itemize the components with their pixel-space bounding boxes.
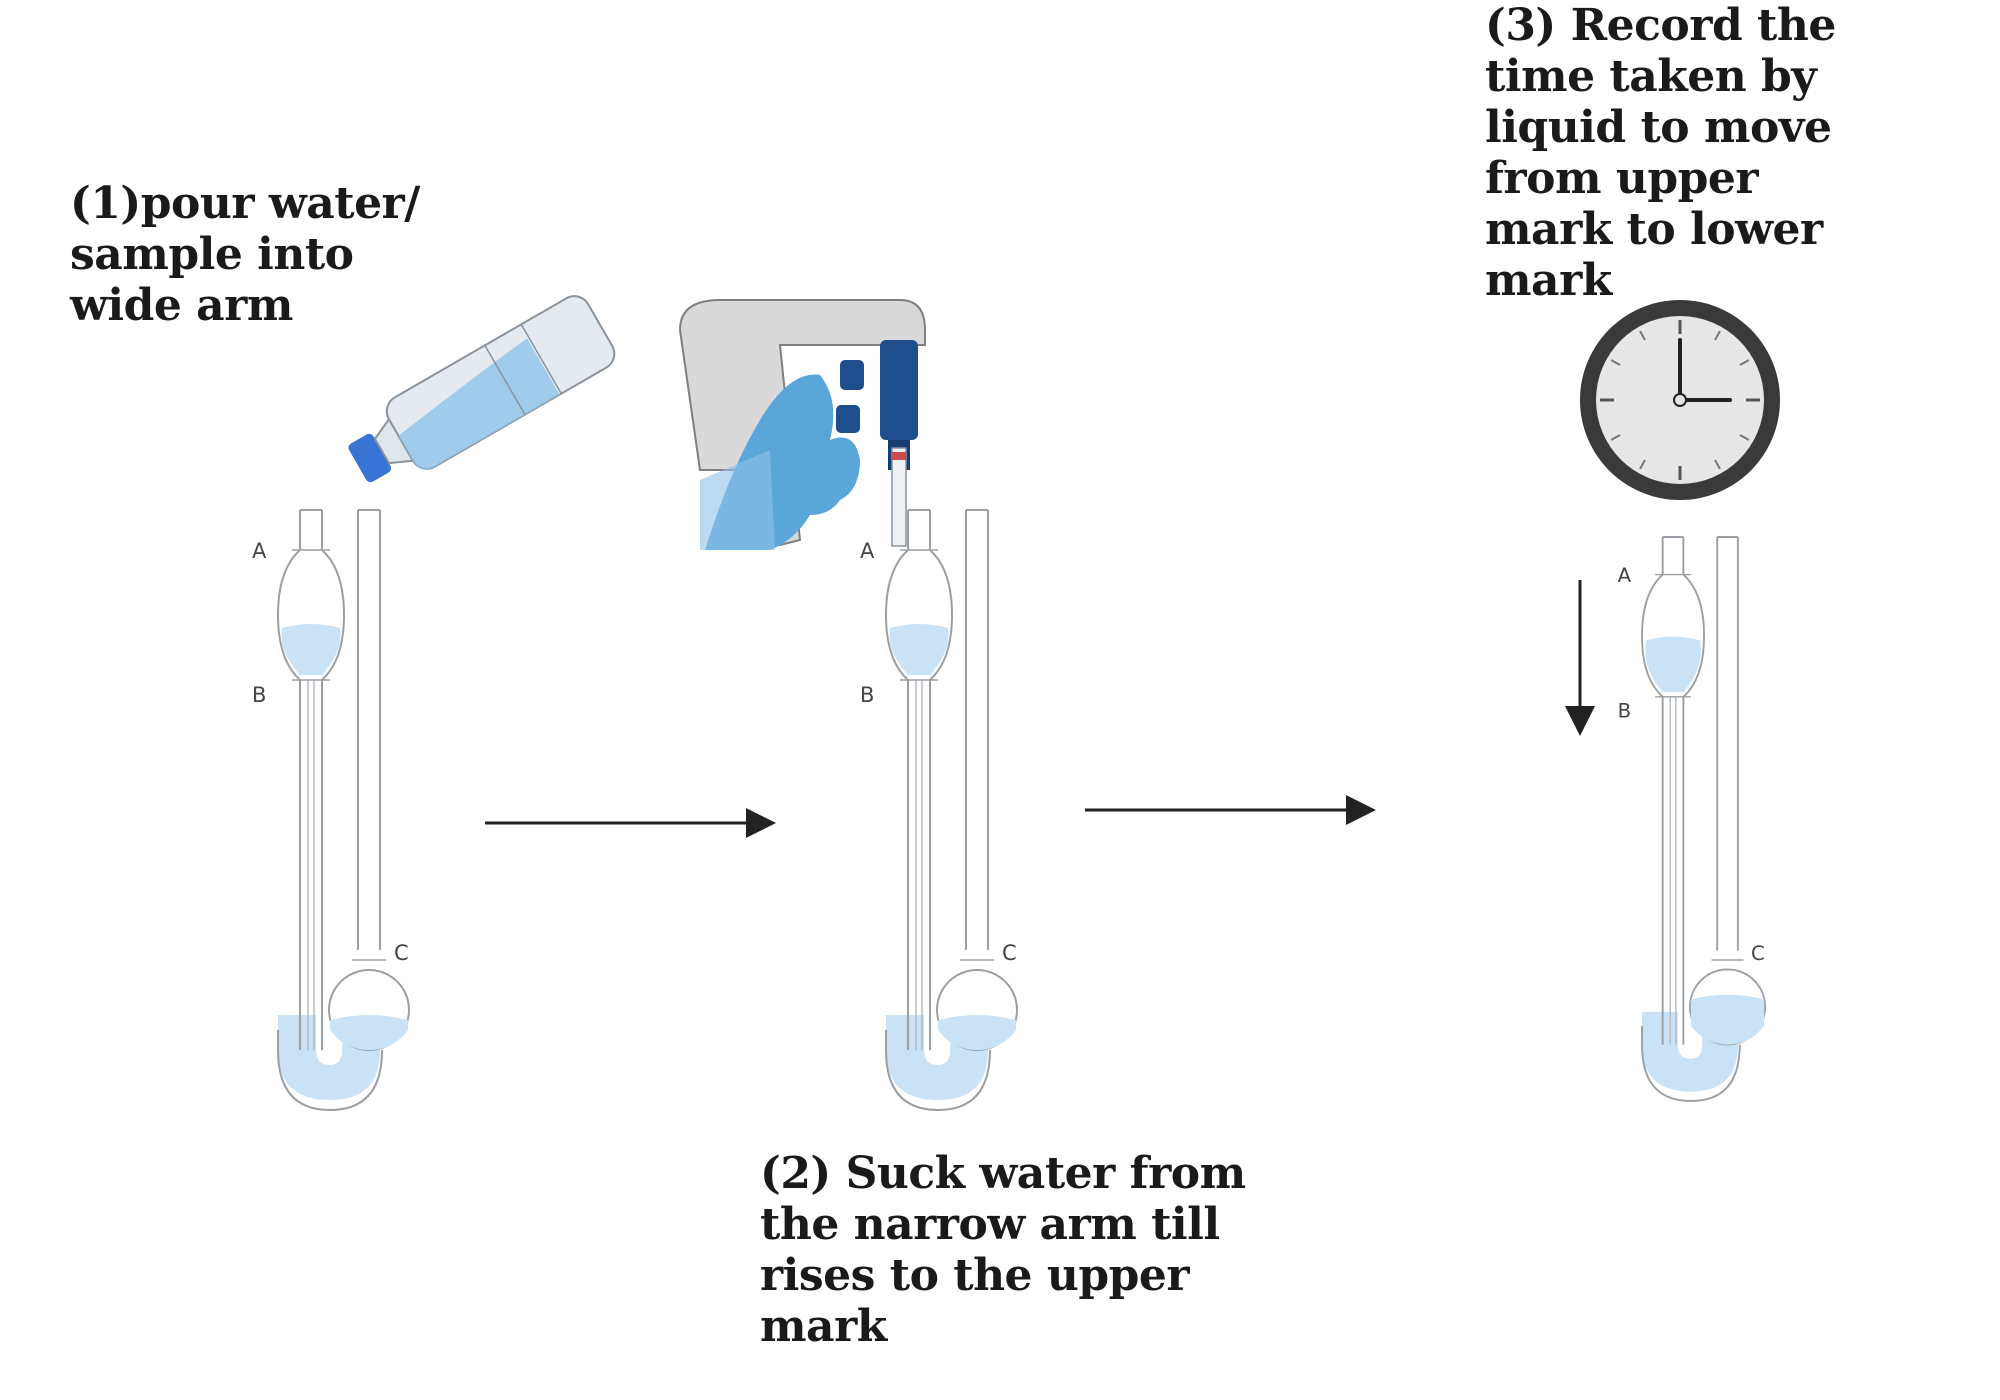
- mark-label-a: A: [1618, 564, 1632, 587]
- pipette-pump-icon: [678, 299, 926, 547]
- mark-label-b: B: [252, 683, 266, 707]
- mark-label-b: B: [1618, 699, 1632, 722]
- upper-bulb-liquid: [1645, 636, 1701, 693]
- viscometer-3: A B C: [1618, 536, 1767, 1102]
- viscometer-2: A B C: [860, 509, 1018, 1111]
- step-1-line: wide arm: [70, 280, 293, 331]
- step-2-line: rises to the upper: [760, 1250, 1190, 1301]
- mark-label-c: C: [1002, 941, 1017, 965]
- water-bottle-icon: [348, 295, 616, 483]
- step-1-line: (1)pour water/: [70, 178, 420, 229]
- step-1-line: sample into: [70, 229, 354, 280]
- mark-label-c: C: [394, 941, 409, 965]
- step-3-line: liquid to move: [1485, 102, 1832, 153]
- upper-bulb-liquid: [281, 624, 341, 675]
- gloved-hand: [700, 374, 860, 550]
- step-3-line: mark to lower: [1485, 204, 1823, 255]
- step-2-line: mark: [760, 1301, 887, 1352]
- step-1-text: (1)pour water/ sample into wide arm: [70, 178, 420, 331]
- step-3-text: (3) Record the time taken by liquid to m…: [1485, 0, 1836, 306]
- step-3-line: time taken by: [1485, 51, 1817, 102]
- clock-icon: [1580, 300, 1780, 500]
- step-3-line: mark: [1485, 255, 1612, 306]
- upper-bulb-liquid: [889, 624, 949, 675]
- mark-label-a: A: [860, 539, 875, 563]
- mark-label-b: B: [860, 683, 874, 707]
- step-2-text: (2) Suck water from the narrow arm till …: [760, 1148, 1246, 1352]
- mark-label-c: C: [1751, 942, 1765, 965]
- step-3-line: from upper: [1485, 153, 1759, 204]
- step-2-line: the narrow arm till: [760, 1199, 1220, 1250]
- reservoir-liquid: [1690, 994, 1765, 1045]
- step-3-line: (3) Record the: [1485, 0, 1836, 51]
- reservoir-liquid: [330, 1015, 408, 1050]
- reservoir-liquid: [938, 1015, 1016, 1050]
- mark-label-a: A: [252, 539, 267, 563]
- viscometer-1: A B C: [252, 509, 410, 1111]
- step-2-line: (2) Suck water from: [760, 1148, 1246, 1199]
